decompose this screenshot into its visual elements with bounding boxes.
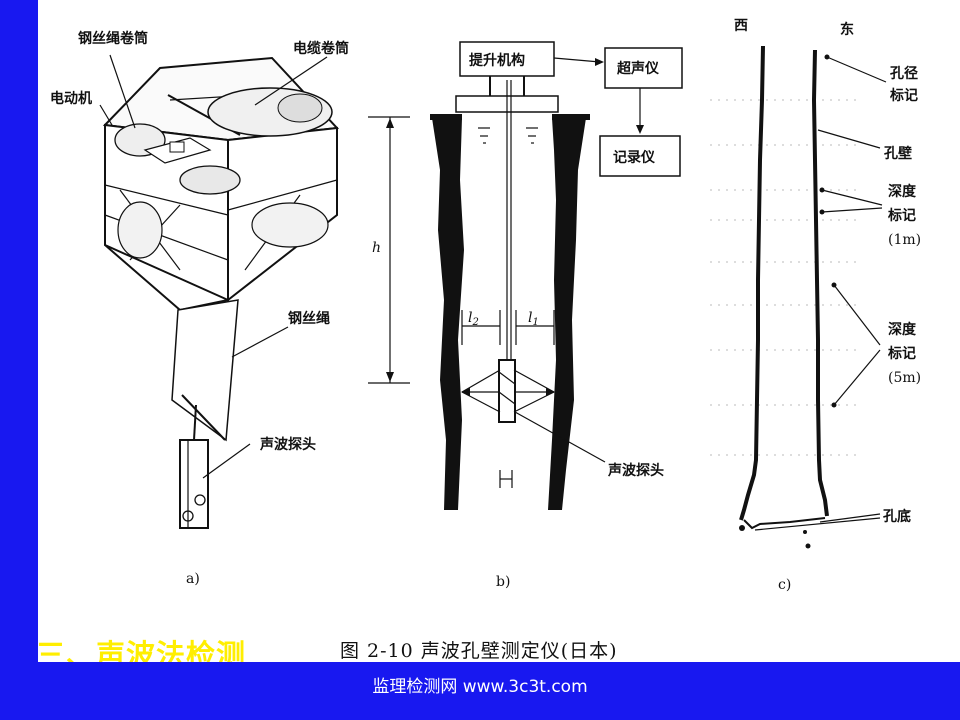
label-wire-rope: 钢丝绳	[288, 310, 330, 327]
figure-caption: 图 2-10 声波孔壁测定仪(日本)	[340, 640, 618, 662]
leader-depth5-a	[833, 284, 881, 346]
leader-depth1-a	[821, 189, 883, 206]
label-depth1-3: (1m)	[888, 232, 921, 248]
label-l2: l2	[468, 310, 479, 328]
probe-a	[179, 439, 209, 529]
footer-text: 监理检测网 www.3c3t.com	[372, 677, 588, 697]
hole-profile-west	[739, 45, 765, 521]
label-hole-dia-1: 孔径	[890, 65, 918, 82]
leader-bottom-b	[819, 513, 881, 523]
sonic-beams	[461, 369, 555, 413]
bottom-bar	[0, 662, 960, 720]
leader-probe-b	[514, 411, 606, 463]
leader-probe-a	[202, 443, 251, 479]
label-lift: 提升机构	[469, 52, 525, 69]
label-depth1-2: 标记	[887, 207, 916, 224]
label-depth5-3: (5m)	[888, 370, 921, 386]
bottom-symbol	[499, 470, 513, 488]
label-depth5-1: 深度	[888, 321, 917, 338]
label-depth1-1: 深度	[888, 183, 917, 200]
panel-c: 西 东	[710, 18, 921, 593]
depth-grid-lines	[710, 99, 860, 456]
l2-dimension	[461, 310, 501, 345]
leader-wire-drum	[109, 54, 136, 129]
panel-b: 提升机构 超声仪 记录仪	[368, 41, 683, 590]
label-wire-drum: 钢丝绳卷筒	[78, 30, 148, 47]
h-dimension	[368, 116, 410, 384]
panel-a: 钢丝绳卷筒 电缆卷筒 电动机 钢丝绳 声波探头 a)	[50, 30, 349, 587]
label-cable-drum: 电缆卷筒	[293, 40, 349, 57]
label-hole-dia-2: 标记	[889, 87, 918, 104]
recorder-box	[599, 135, 681, 177]
hole-profile-east	[811, 49, 829, 517]
label-h: h	[372, 240, 381, 256]
label-probe-b: 声波探头	[607, 462, 664, 479]
winch-machine	[102, 56, 340, 311]
label-recorder: 记录仪	[613, 150, 656, 166]
probe-b	[498, 359, 516, 423]
leader-depth1-b	[821, 207, 883, 213]
leader-hole-dia	[826, 56, 887, 83]
hole-wall-left	[432, 118, 464, 510]
leader-depth5-b	[833, 349, 881, 406]
label-hole-wall: 孔壁	[884, 145, 912, 162]
ultrasonic-box	[604, 47, 683, 89]
panel-c-label: c)	[778, 577, 791, 593]
leader-bottom-a	[754, 517, 881, 531]
label-l1: l1	[528, 310, 539, 328]
panel-b-label: b)	[496, 574, 510, 590]
leader-hole-wall	[817, 129, 881, 149]
label-west: 西	[734, 18, 748, 34]
label-probe-a: 声波探头	[259, 436, 316, 453]
diagram-figure: 钢丝绳卷筒 电缆卷筒 电动机 钢丝绳 声波探头 a) 提升机构 超声仪 记录仪	[50, 18, 921, 593]
l1-dimension	[515, 310, 555, 345]
depth-marks-1m	[819, 187, 825, 215]
depth-marks-5m	[831, 282, 837, 408]
hole-wall-right	[548, 118, 586, 510]
leader-cable-drum	[254, 56, 328, 106]
leader-motor	[99, 104, 113, 126]
label-hole-bottom: 孔底	[883, 508, 911, 525]
label-depth5-2: 标记	[887, 345, 916, 362]
left-accent-bar	[0, 0, 38, 662]
leader-wire-rope	[231, 326, 289, 358]
flow-arrows	[553, 57, 644, 134]
label-east: 东	[840, 21, 854, 38]
lift-mechanism-box	[459, 41, 555, 77]
panel-a-label: a)	[186, 571, 200, 587]
label-motor: 电动机	[50, 90, 92, 107]
wire-rope	[171, 299, 239, 442]
label-ultrasonic: 超声仪	[616, 60, 660, 77]
